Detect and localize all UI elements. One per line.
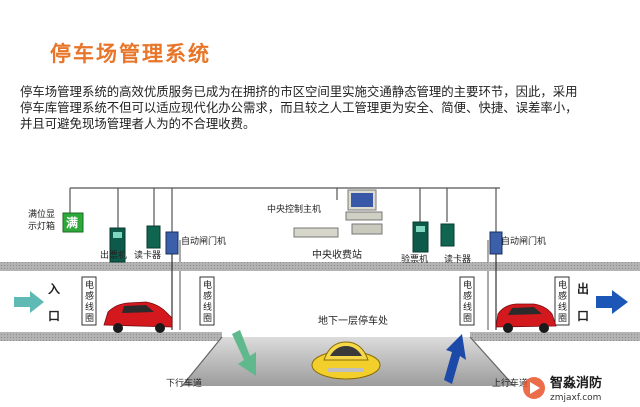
- ticket-machine-screen: [113, 232, 122, 238]
- central-station-label: 中央收费站: [312, 248, 362, 261]
- central-keyboard: [293, 227, 339, 238]
- loop-box: 电 感 线 圈: [81, 276, 97, 326]
- exit-arrow: [596, 290, 628, 314]
- watermark-url: zmjaxf.com: [550, 393, 601, 403]
- loop-label: 感: [463, 290, 472, 302]
- central-cpu: [345, 211, 383, 221]
- full-sign-label: 满位显: [28, 208, 55, 220]
- down-ramp-arrow: [232, 330, 256, 376]
- central-host-label: 中央控制主机: [267, 203, 321, 215]
- road-lower-right: [470, 332, 640, 341]
- gate-right-label: 自动闸门机: [501, 235, 546, 247]
- card-reader-left: [146, 225, 161, 249]
- exit-label: 出: [577, 281, 589, 296]
- ticket-checker-screen: [416, 226, 425, 232]
- intro-paragraph: 停车场管理系统的高效优质服务已成为在拥挤的市区空间里实施交通静态管理的主要环节，…: [20, 84, 625, 132]
- ramp-edge: [181, 336, 223, 387]
- loop-label: 线: [203, 301, 212, 313]
- page-title: 停车场管理系统: [50, 42, 211, 66]
- exit-label: 口: [577, 309, 589, 323]
- ticket-checker-label: 验票机: [401, 253, 428, 265]
- loop-label: 线: [558, 301, 567, 313]
- loop-label: 感: [558, 290, 567, 302]
- road-lower-left: [0, 332, 222, 341]
- loop-label: 圈: [463, 313, 472, 324]
- full-sign-box: [62, 212, 84, 233]
- loop-box: 电 感 线 圈: [459, 276, 475, 326]
- card-reader-right: [440, 223, 455, 247]
- card-reader-left-label: 读卡器: [134, 249, 161, 261]
- entrance-label: 入: [48, 282, 60, 296]
- up-ramp-label: 上行车道: [492, 377, 528, 389]
- card-reader-right-label: 读卡器: [444, 253, 471, 265]
- underground-label: 地下一层停车处: [318, 314, 388, 327]
- road-upper: [0, 262, 640, 271]
- loop-box: 电 感 线 圈: [199, 276, 215, 326]
- intro-line: 并且可避免现场管理者人为的不合理收费。: [20, 116, 256, 131]
- red-car-right: [495, 303, 557, 333]
- down-ramp-label: 下行车道: [166, 377, 202, 389]
- full-sign-label: 示灯箱: [28, 220, 55, 232]
- yellow-car: [311, 341, 381, 380]
- loop-label: 电: [85, 279, 94, 291]
- loop-label: 线: [85, 301, 94, 313]
- ticket-machine-label: 出票机: [100, 249, 127, 261]
- watermark-brand: 智淼消防: [550, 375, 602, 391]
- loop-box: 电 感 线 圈: [554, 276, 570, 326]
- watermark: 智淼消防 zmjaxf.com: [523, 375, 602, 403]
- central-printer: [351, 223, 383, 235]
- intro-line: 停车库管理系统不但可以适应现代化办公需求，而且较之人工管理更为安全、简便、快捷、…: [20, 100, 578, 115]
- loop-label: 线: [463, 301, 472, 313]
- entrance-arrow: [14, 291, 44, 313]
- up-ramp-arrow: [444, 334, 466, 384]
- gate-left: [165, 231, 179, 255]
- intro-line: 停车场管理系统的高效优质服务已成为在拥挤的市区空间里实施交通静态管理的主要环节，…: [20, 84, 578, 99]
- loop-label: 圈: [203, 313, 212, 324]
- full-sign-char: 满: [66, 215, 78, 230]
- entrance-label: 口: [48, 309, 60, 323]
- loop-label: 感: [203, 290, 212, 302]
- ramp-edge: [469, 336, 515, 387]
- loop-label: 圈: [558, 313, 567, 324]
- loop-label: 感: [85, 290, 94, 302]
- loop-label: 电: [203, 279, 212, 291]
- gate-left-label: 自动闸门机: [181, 235, 226, 247]
- loop-label: 电: [463, 279, 472, 291]
- red-car-left: [103, 301, 173, 333]
- loop-label: 圈: [85, 313, 94, 324]
- loop-label: 电: [558, 279, 567, 291]
- central-monitor-screen: [351, 193, 373, 207]
